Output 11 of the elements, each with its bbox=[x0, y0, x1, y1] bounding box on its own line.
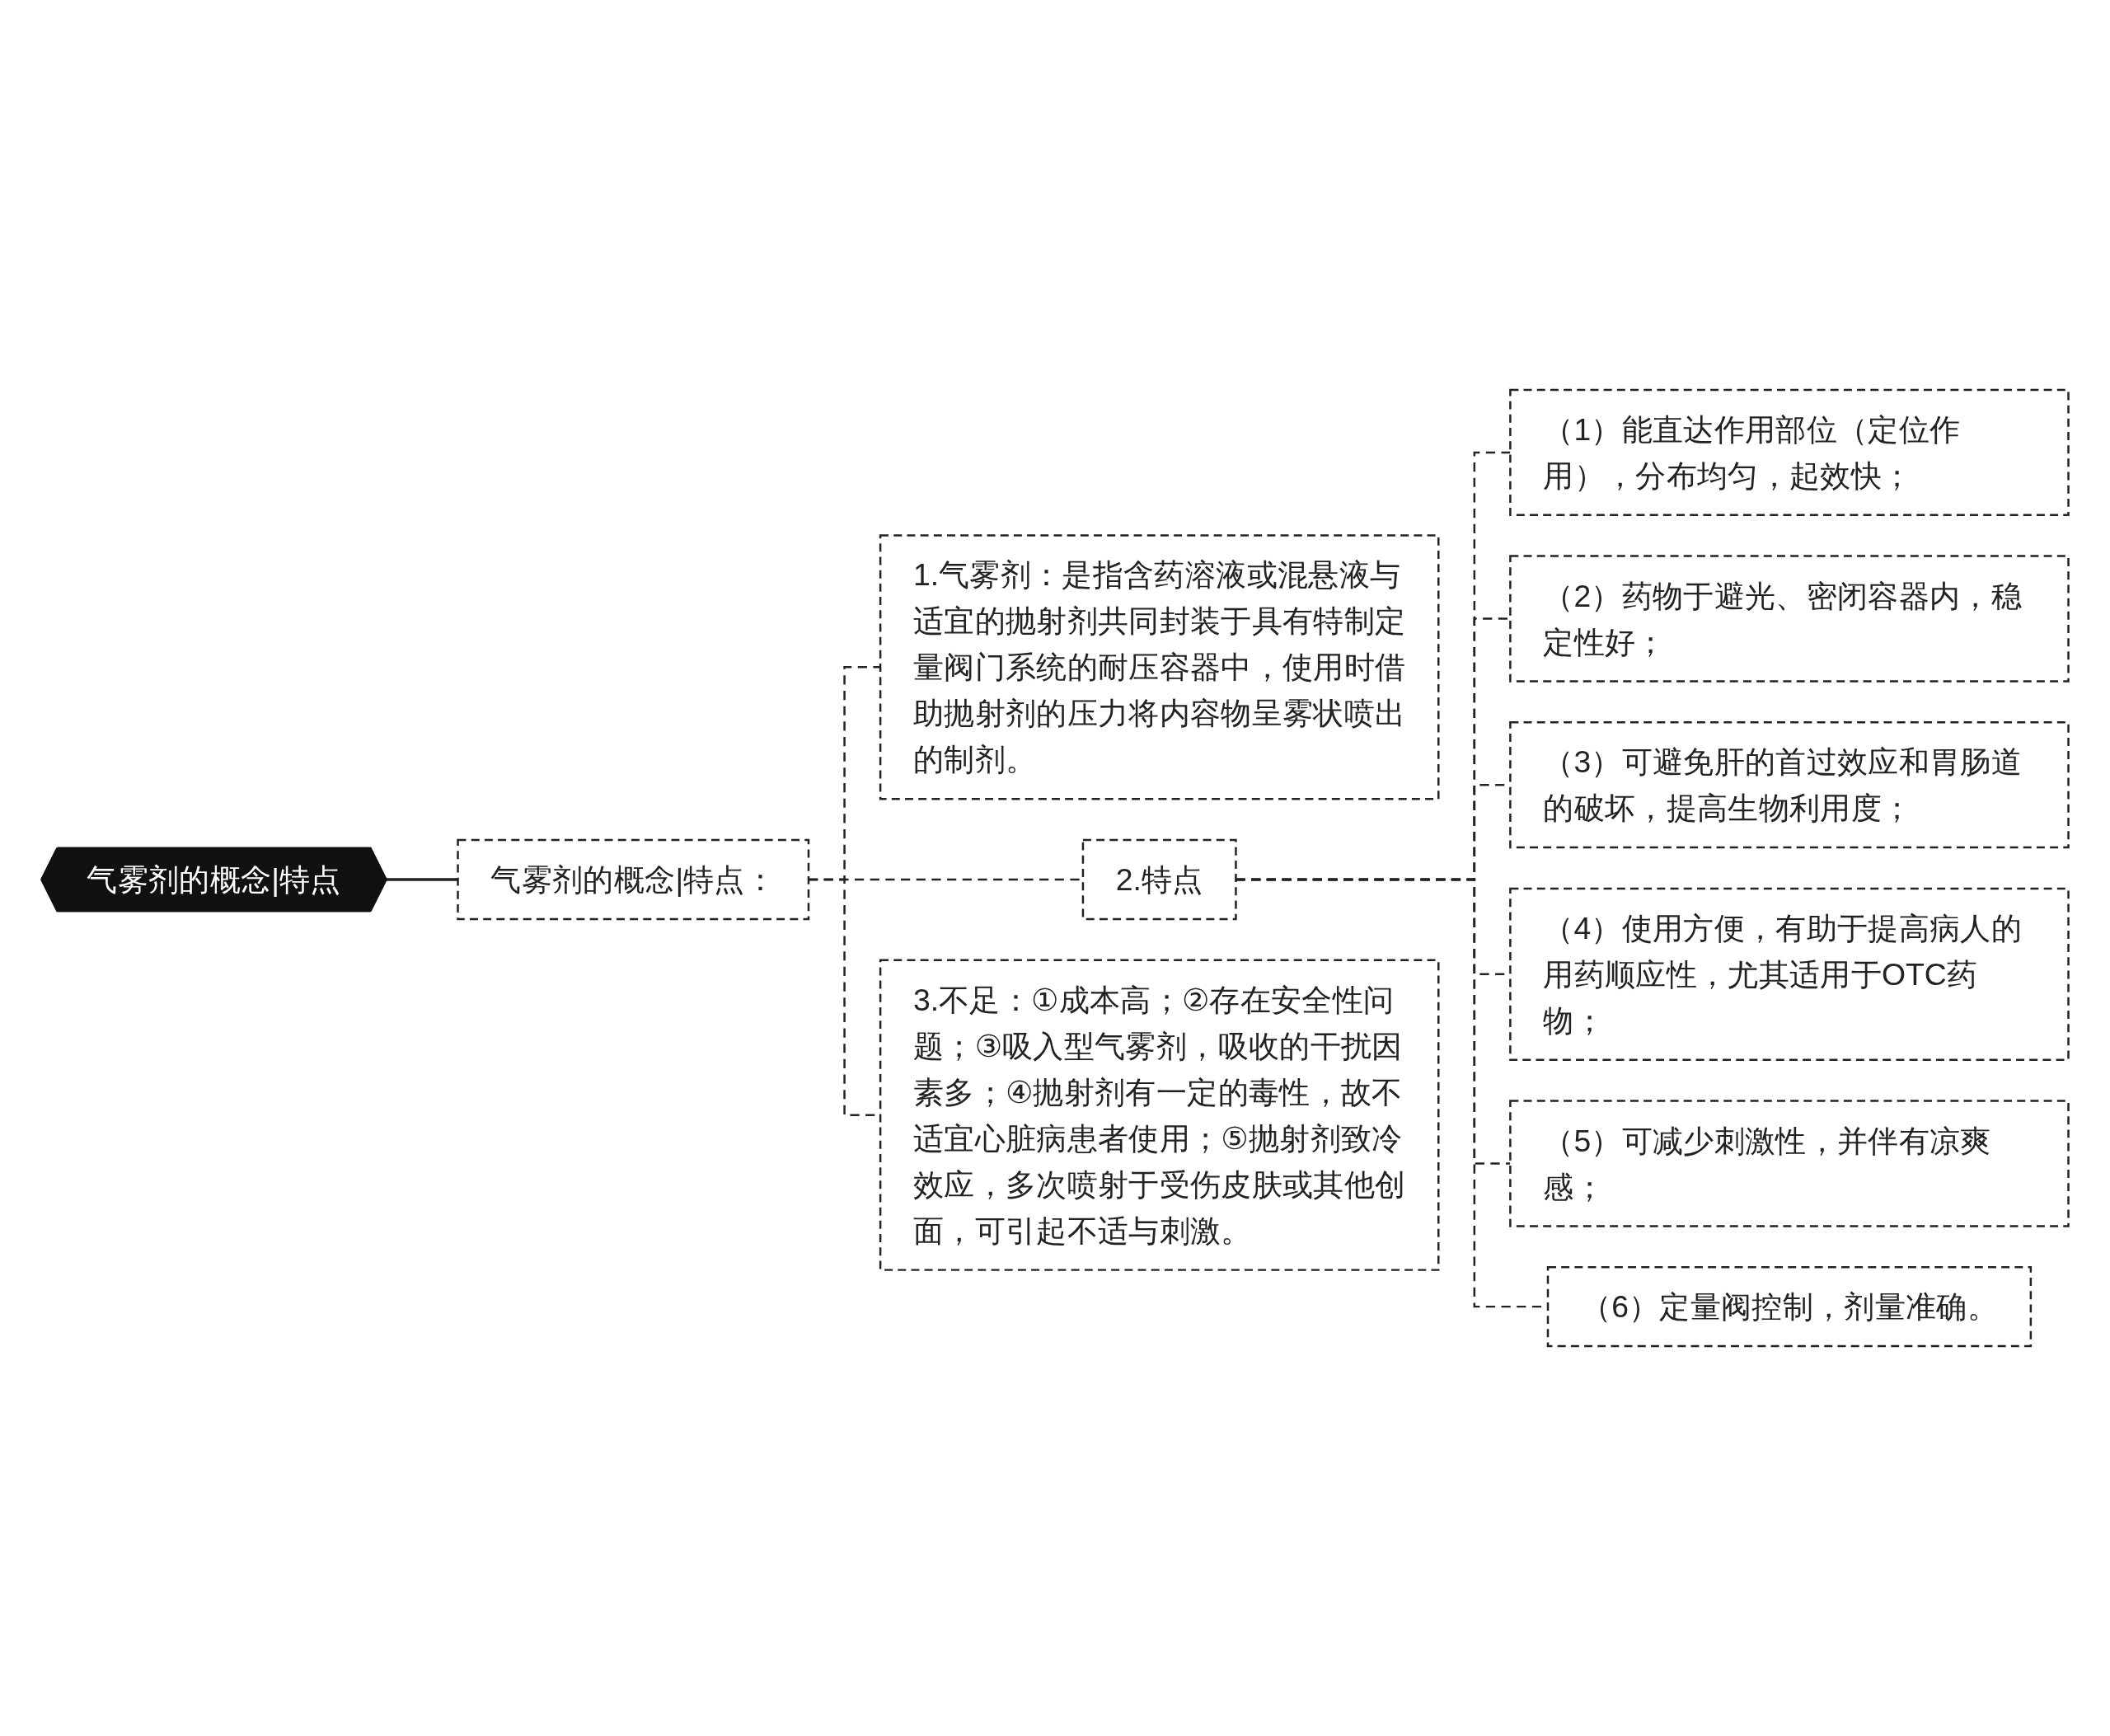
connector bbox=[386, 878, 458, 881]
node-box: 1.气雾剂：是指含药溶液或混悬液与适宜的抛射剂共同封装于具有特制定量阀门系统的耐压容器中，使用时借助抛射剂的压力将内容物呈雾状喷出的制剂。 bbox=[879, 534, 1440, 800]
node-box: （5）可减少刺激性，并伴有凉爽感； bbox=[1509, 1100, 2070, 1227]
node-box: （3）可避免肝的首过效应和胃肠道的破坏，提高生物利用度； bbox=[1509, 721, 2070, 849]
node-box: 2.特点 bbox=[1081, 838, 1237, 921]
node-box: （4）使用方便，有助于提高病人的用药顺应性，尤其适用于OTC药物； bbox=[1509, 887, 2070, 1061]
node-box: （2）药物于避光、密闭容器内，稳定性好； bbox=[1509, 555, 2070, 683]
node-box: （1）能直达作用部位（定位作用），分布均匀，起效快； bbox=[1509, 388, 2070, 517]
node-box: 3.不足：①成本高；②存在安全性问题；③吸入型气雾剂，吸收的干扰因素多；④抛射剂有一定的毒性，故不适宜心脏病患者使用；⑤抛射剂致冷效应，多次喷射于受伤皮肤或其他创面，可引起不适与刺激。 bbox=[879, 959, 1440, 1271]
node-box: 气雾剂的概念|特点： bbox=[457, 838, 810, 921]
node-box: （6）定量阀控制，剂量准确。 bbox=[1546, 1265, 2033, 1348]
